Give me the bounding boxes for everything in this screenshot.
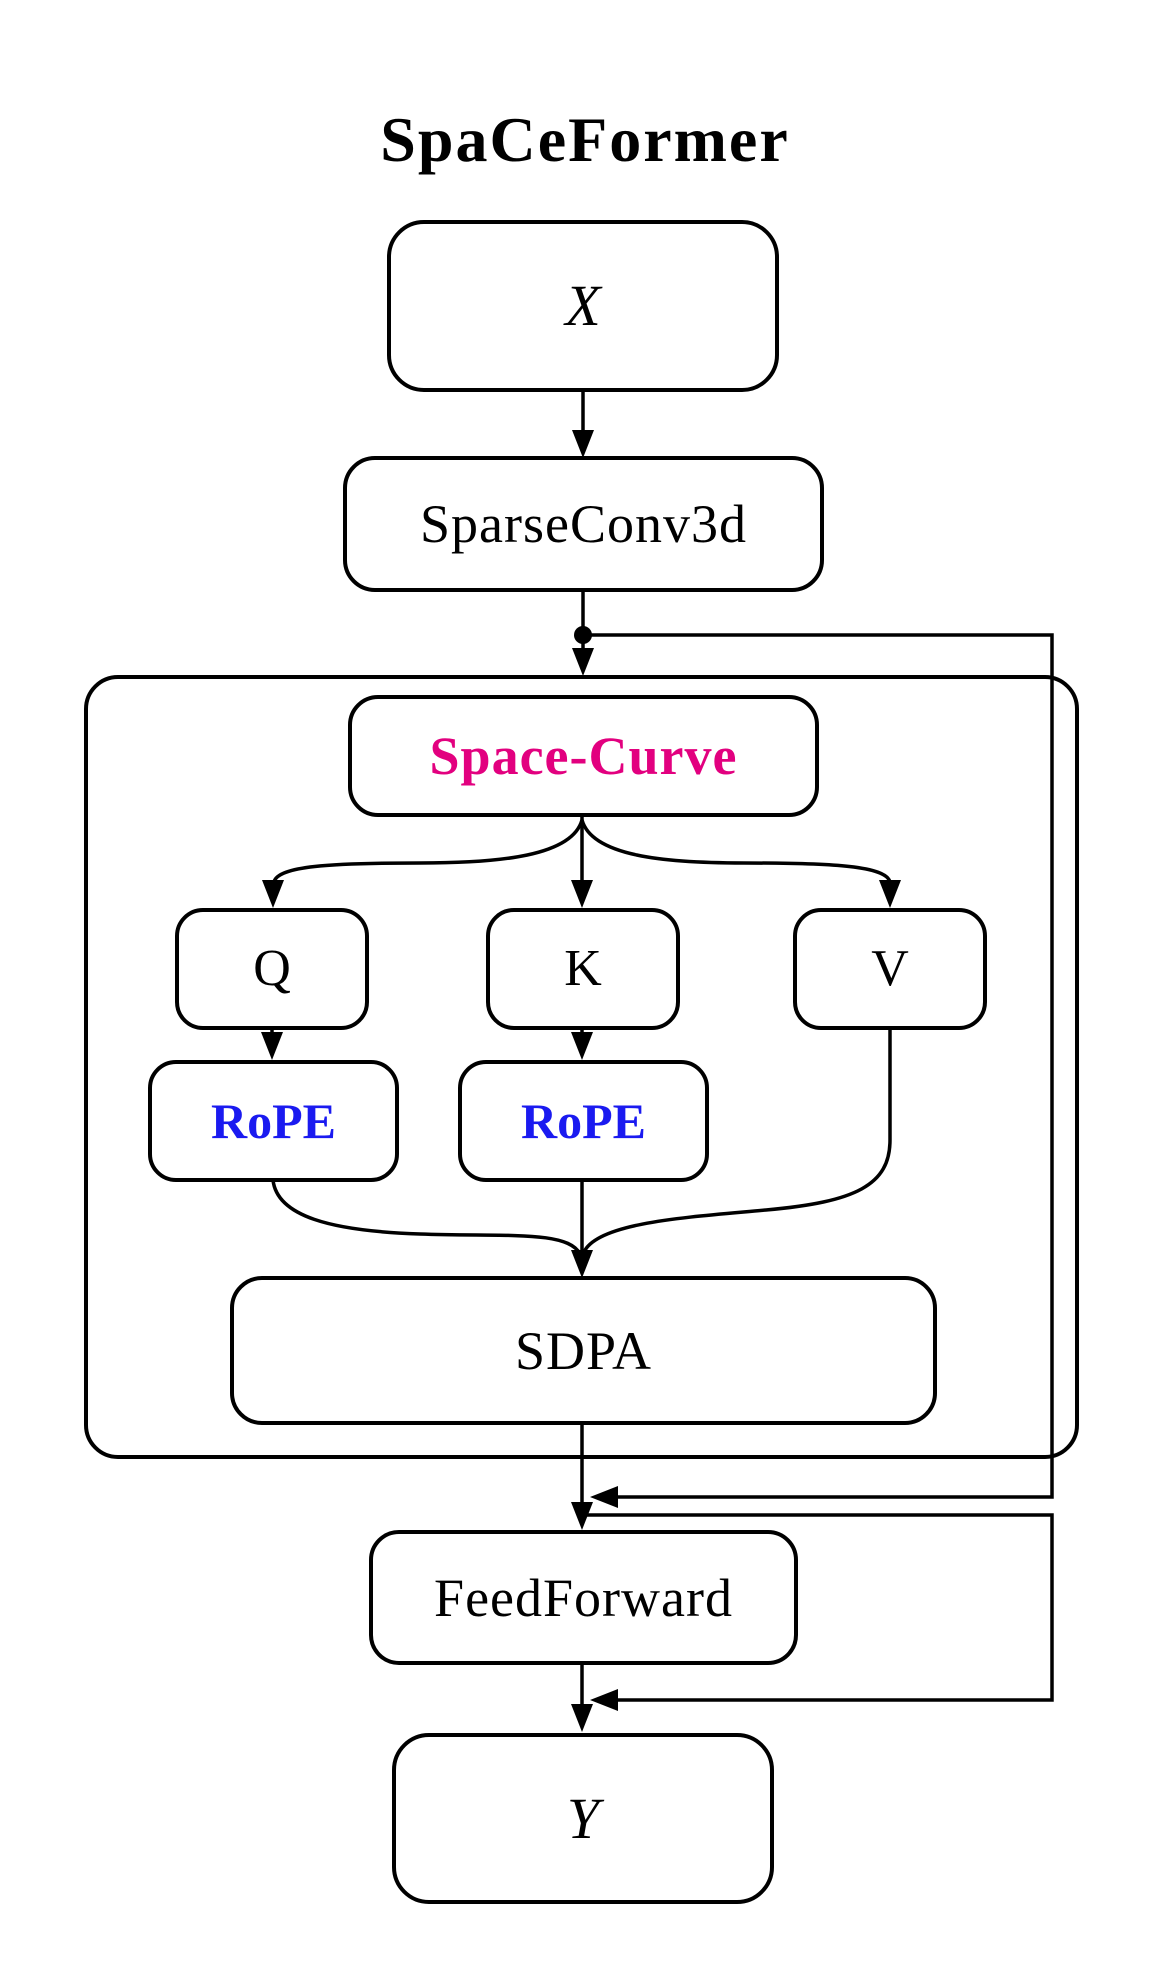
space-curve-node-label: Space-Curve: [429, 726, 738, 786]
rope-q-node-label: RoPE: [211, 1093, 336, 1149]
rope-k-node-label: RoPE: [521, 1093, 646, 1149]
residual-skip-1-arrowhead: [590, 1486, 618, 1508]
diagram-title: SpaCeFormer: [380, 104, 790, 175]
arrowhead-into-k: [571, 880, 593, 908]
arrowhead-into-y: [571, 1704, 593, 1732]
x-node-label: X: [565, 273, 601, 338]
arrowhead-into-feedforward: [571, 1502, 593, 1530]
space-curve-node-box: [348, 695, 819, 817]
arrowhead-into-v: [879, 880, 901, 908]
feedforward-node-label: FeedForward: [434, 1567, 733, 1628]
wire-spacecurve-to-q: [272, 819, 584, 883]
junction-dot: [574, 626, 592, 644]
residual-skip-2-arrowhead: [590, 1689, 618, 1711]
y-node-box: [392, 1733, 774, 1904]
residual-skip-2-wire: [582, 1513, 1054, 1702]
wire-v-to-sdpa: [582, 1028, 892, 1253]
wire-ropeq-to-sdpa: [271, 1179, 582, 1255]
arrowhead-into-sdpa: [571, 1250, 593, 1278]
v-node-box: [793, 908, 987, 1030]
q-node-box: [175, 908, 369, 1030]
arrowhead-k-rope: [571, 1032, 593, 1060]
rope-k-node-box: [458, 1060, 709, 1182]
sdpa-node-box: [230, 1276, 937, 1425]
v-node-label: V: [871, 940, 909, 997]
sdpa-node-label: SDPA: [514, 1320, 653, 1381]
k-node-box: [486, 908, 680, 1030]
arrowhead-x-to-sparseconv: [572, 430, 594, 458]
rope-q-node-box: [148, 1060, 399, 1182]
q-node-label: Q: [253, 940, 291, 997]
feedforward-node-box: [369, 1530, 798, 1665]
y-node-label: Y: [566, 1785, 600, 1851]
sparseconv3d-node-label: SparseConv3d: [420, 494, 747, 554]
x-node-box: [387, 220, 779, 392]
k-node-label: K: [564, 940, 602, 997]
arrowhead-into-block: [572, 648, 594, 676]
arrowhead-q-rope: [261, 1032, 283, 1060]
arrowhead-into-q: [262, 880, 284, 908]
sparseconv3d-node-box: [343, 456, 824, 592]
wire-spacecurve-to-v: [580, 819, 892, 883]
residual-skip-1-wire: [583, 633, 1054, 1499]
